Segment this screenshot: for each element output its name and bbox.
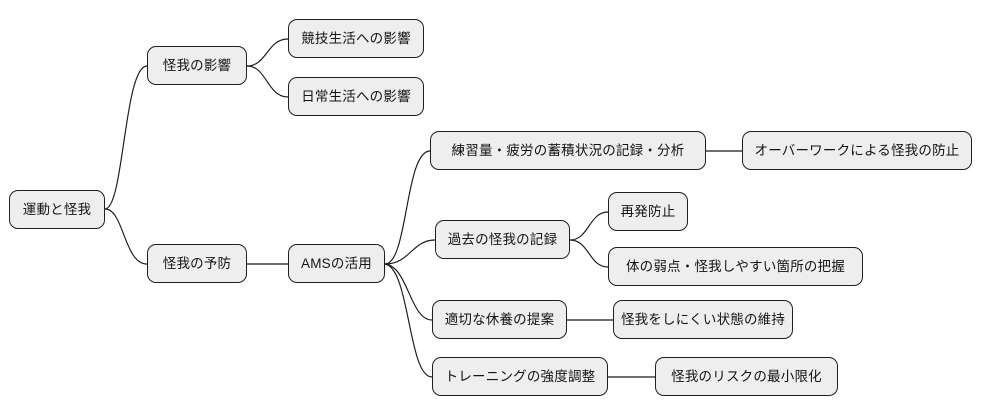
node-label-keep_state: 怪我をしにくい状態の維持 [620, 311, 786, 327]
edge-ams-to-rest [384, 263, 433, 321]
node-impact_comp[interactable]: 競技生活への影響 [288, 19, 424, 58]
node-rest[interactable]: 適切な休養の提案 [432, 300, 567, 339]
node-recurrence[interactable]: 再発防止 [608, 192, 688, 231]
node-prevent[interactable]: 怪我の予防 [147, 244, 247, 283]
node-label-overwork: オーバーワークによる怪我の防止 [754, 142, 960, 158]
edge-ams-to-intensity [384, 263, 433, 378]
node-keep_state[interactable]: 怪我をしにくい状態の維持 [613, 300, 793, 339]
node-root[interactable]: 運動と怪我 [9, 190, 105, 229]
edge-past_inj-to-recurrence [569, 211, 609, 241]
edge-ams-to-load_log [384, 150, 431, 265]
edge-past_inj-to-weakpoint [569, 239, 609, 268]
node-past_inj[interactable]: 過去の怪我の記録 [435, 220, 570, 259]
node-label-impact: 怪我の影響 [162, 57, 232, 73]
node-label-rest: 適切な休養の提案 [444, 311, 555, 327]
node-label-weakpoint: 体の弱点・怪我しやすい箇所の把握 [625, 258, 846, 274]
node-label-impact_daily: 日常生活への影響 [301, 88, 411, 104]
edge-ams-to-past_inj [384, 239, 436, 265]
node-weakpoint[interactable]: 体の弱点・怪我しやすい箇所の把握 [608, 247, 863, 286]
node-label-recurrence: 再発防止 [620, 203, 676, 219]
edge-impact-to-impact_comp [246, 38, 289, 67]
node-intensity[interactable]: トレーニングの強度調整 [432, 357, 608, 396]
edge-impact-to-impact_daily [246, 65, 289, 98]
edge-root-to-prevent [104, 208, 148, 265]
node-impact_daily[interactable]: 日常生活への影響 [288, 77, 424, 116]
node-label-ams: AMSの活用 [301, 255, 372, 271]
node-label-past_inj: 過去の怪我の記録 [447, 231, 558, 247]
node-label-intensity: トレーニングの強度調整 [444, 368, 596, 384]
node-label-impact_comp: 競技生活への影響 [301, 30, 411, 46]
node-label-load_log: 練習量・疲労の蓄積状況の記録・分析 [451, 142, 685, 158]
node-label-min_risk: 怪我のリスクの最小限化 [671, 368, 822, 384]
edge-root-to-impact [104, 65, 148, 210]
node-label-root: 運動と怪我 [22, 201, 92, 217]
node-overwork[interactable]: オーバーワークによる怪我の防止 [742, 131, 972, 170]
node-ams[interactable]: AMSの活用 [288, 244, 385, 283]
node-load_log[interactable]: 練習量・疲労の蓄積状況の記録・分析 [430, 131, 706, 170]
node-min_risk[interactable]: 怪我のリスクの最小限化 [655, 357, 838, 396]
node-label-prevent: 怪我の予防 [162, 255, 232, 271]
node-impact[interactable]: 怪我の影響 [147, 46, 247, 85]
